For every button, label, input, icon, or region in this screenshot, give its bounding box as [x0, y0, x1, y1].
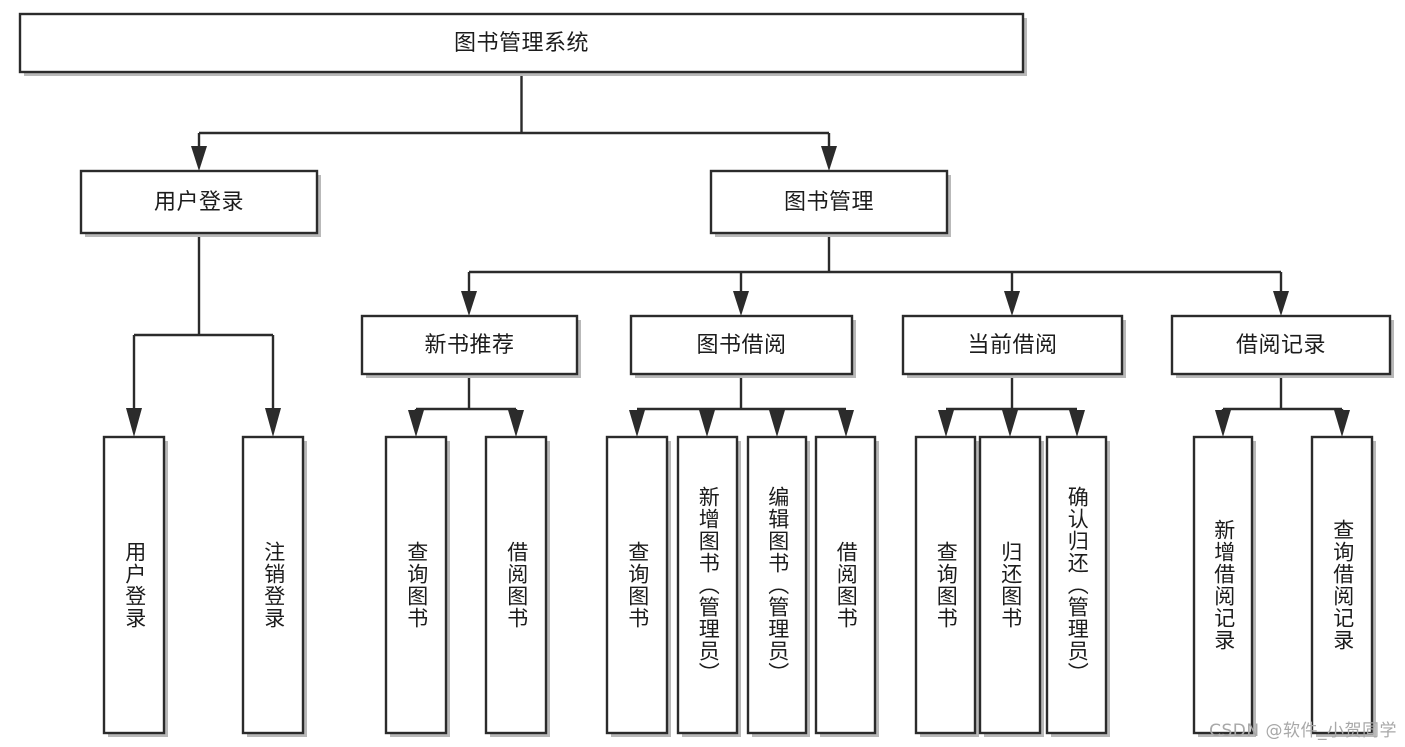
- node-borrow-record[interactable]: 借阅记录: [1170, 314, 1394, 378]
- csdn-watermark: CSDN @软件_小贺同学: [1209, 721, 1397, 741]
- arrow-to-leaf-edit-book: [769, 410, 785, 437]
- connectors-book-borrow-to-leaves: [629, 374, 854, 437]
- arrow-root-to-book-manage: [821, 146, 837, 171]
- connectors-new-book-recommend-to-leaves: [408, 374, 524, 437]
- leaf-borrow-book-recommend-box[interactable]: [484, 435, 548, 735]
- current-borrow-label: 当前借阅: [967, 333, 1057, 358]
- current-borrow-box[interactable]: [901, 314, 1124, 376]
- leaf-return-book-box[interactable]: [978, 435, 1042, 735]
- leaf-logout-box[interactable]: [241, 435, 305, 735]
- borrow-record-label: 借阅记录: [1236, 333, 1326, 358]
- connectors-book-manage-to-level3: [461, 233, 1289, 316]
- leaf-query-book-borrow-box[interactable]: [605, 435, 669, 735]
- user-login-label: 用户登录: [154, 190, 244, 215]
- arrow-to-leaf-add-book: [699, 410, 715, 437]
- node-book-borrow[interactable]: 图书借阅: [629, 314, 856, 378]
- connectors-borrow-record-to-leaves: [1215, 374, 1350, 437]
- leaf-edit-book-box[interactable]: [746, 435, 808, 735]
- leaf-confirm-return-box[interactable]: [1045, 435, 1108, 735]
- leaf-query-book-current-box[interactable]: [914, 435, 977, 735]
- new-book-recommend-label: 新书推荐: [424, 333, 514, 358]
- book-manage-box[interactable]: [709, 169, 949, 235]
- new-book-recommend-box[interactable]: [360, 314, 579, 376]
- arrow-to-new-book-recommend: [461, 291, 477, 316]
- book-borrow-label: 图书借阅: [696, 333, 786, 358]
- connectors-root-to-level2: [191, 72, 837, 171]
- node-user-login[interactable]: 用户登录: [79, 169, 321, 237]
- arrow-to-book-borrow: [733, 291, 749, 316]
- node-new-book-recommend[interactable]: 新书推荐: [360, 314, 581, 378]
- arrow-to-borrow-record: [1273, 291, 1289, 316]
- root-box[interactable]: [18, 12, 1025, 74]
- arrow-to-leaf-return-book: [1002, 410, 1018, 437]
- book-manage-label: 图书管理: [784, 190, 874, 215]
- arrow-to-leaf-query-book-recommend: [408, 410, 424, 437]
- leaf-add-borrow-record-box[interactable]: [1192, 435, 1254, 735]
- connectors-current-borrow-to-leaves: [938, 374, 1085, 437]
- leaf-boxes: [102, 435, 1376, 737]
- arrow-to-leaf-user-login: [126, 408, 142, 437]
- node-current-borrow[interactable]: 当前借阅: [901, 314, 1126, 378]
- leaf-user-login-box[interactable]: [102, 435, 166, 735]
- node-book-manage[interactable]: 图书管理: [709, 169, 951, 237]
- leaf-borrow-book-box[interactable]: [814, 435, 877, 735]
- arrow-to-leaf-query-book-borrow: [629, 410, 645, 437]
- leaf-query-book-recommend-box[interactable]: [384, 435, 448, 735]
- borrow-record-box[interactable]: [1170, 314, 1392, 376]
- node-root[interactable]: 图书管理系统: [18, 12, 1027, 76]
- leaf-query-borrow-record-box[interactable]: [1310, 435, 1374, 735]
- arrow-to-leaf-logout: [265, 408, 281, 437]
- connectors-user-login-to-leaves: [126, 233, 281, 437]
- arrow-to-leaf-query-book-current: [938, 410, 954, 437]
- arrow-to-leaf-query-borrow-record: [1334, 410, 1350, 437]
- arrow-to-current-borrow: [1004, 291, 1020, 316]
- user-login-box[interactable]: [79, 169, 319, 235]
- root-label: 图书管理系统: [454, 31, 589, 56]
- arrow-root-to-user-login: [191, 146, 207, 171]
- book-borrow-box[interactable]: [629, 314, 854, 376]
- arrow-to-leaf-add-borrow-record: [1215, 410, 1231, 437]
- arrow-to-leaf-borrow-book-recommend: [508, 410, 524, 437]
- arrow-to-leaf-borrow-book: [838, 410, 854, 437]
- arrow-to-leaf-confirm-return: [1069, 410, 1085, 437]
- leaf-add-book-box[interactable]: [676, 435, 739, 735]
